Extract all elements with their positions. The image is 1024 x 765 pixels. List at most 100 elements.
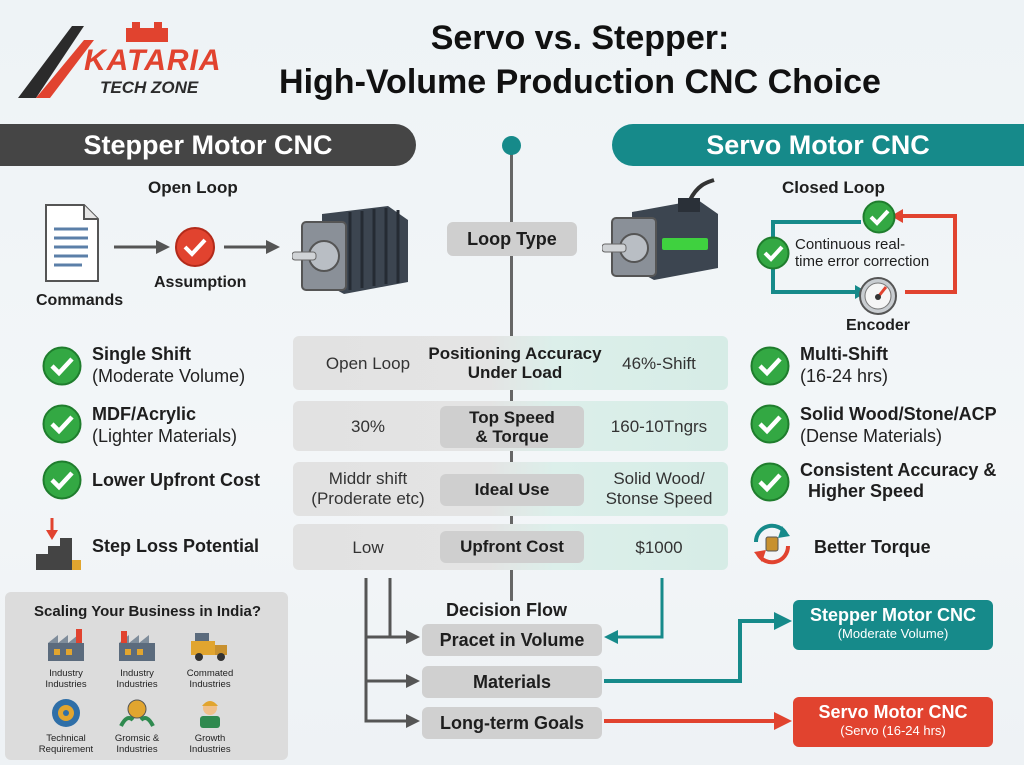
hands-gear-icon (119, 699, 155, 727)
decision-step: Materials (422, 666, 602, 698)
stepper-value-line: Middr shift (328, 469, 408, 488)
scaling-item: Gromsic & Industries (97, 733, 177, 755)
comparison-row (293, 336, 728, 390)
worker-icon (200, 701, 220, 728)
logo-mark-icon (18, 22, 168, 98)
outcome-subtitle: (Servo (16-24 hrs) (840, 723, 946, 738)
commands-label: Commands (36, 292, 124, 309)
scaling-item: Technical Requirement (26, 733, 106, 755)
criteria-label: Upfront Cost (440, 531, 584, 563)
scaling-item-line: Industries (189, 744, 231, 755)
stepper-feature-title: Lower Upfront Cost (92, 470, 260, 490)
stepper-value-line: (Proderate etc) (311, 489, 425, 508)
outcome-stepper: Stepper Motor CNC (Moderate Volume) (793, 600, 993, 650)
document-icon (45, 204, 99, 282)
scaling-item-line: Commated (186, 668, 234, 679)
servo-feature-title: Higher Speed (808, 481, 925, 501)
stepper-feature-title: Single Shift (92, 344, 191, 364)
outcome-title: Servo Motor CNC (818, 702, 968, 722)
encoder-gauge-icon (859, 277, 897, 315)
outcome-servo: Servo Motor CNC (Servo (16-24 hrs) (793, 697, 993, 747)
stepper-header: Stepper Motor CNC (0, 124, 416, 166)
encoder-label: Encoder (846, 317, 911, 334)
decision-step: Long-term Goals (422, 707, 602, 739)
servo-feature-title: Better Torque (814, 537, 931, 557)
torque-cycle-icon (753, 523, 791, 565)
servo-value: 46%-Shift (622, 354, 696, 373)
servo-value: Solid Wood/ Stonse Speed (594, 469, 724, 509)
gear-icon (52, 699, 80, 727)
scaling-item-line: Industry (49, 668, 83, 679)
decision-step: Pracet in Volume (422, 624, 602, 656)
criteria-label-line: Top Speed (469, 408, 555, 427)
step-loss-icon (36, 518, 81, 570)
criteria-label: Top Speed & Torque (440, 406, 584, 448)
scaling-item: Industry Industries (97, 668, 177, 690)
stepper-value: 30% (350, 417, 386, 436)
truck-icon (191, 633, 227, 661)
closed-loop-label: Closed Loop (782, 178, 885, 197)
scaling-item-line: Industry (120, 668, 154, 679)
scaling-item-line: Industries (116, 744, 158, 755)
arrow-right-icon (224, 240, 280, 254)
criteria-label: Positioning Accuracy Under Load (421, 344, 609, 386)
criteria-label-line: & Torque (475, 427, 549, 446)
servo-motor-icon (602, 178, 718, 280)
check-circle-icon (750, 404, 790, 444)
logo-text-primary: KATARIA (84, 44, 222, 77)
scaling-item: Growth Industries (170, 733, 250, 755)
scaling-item-line: Requirement (38, 744, 94, 755)
scaling-item-line: Gromsic & (114, 733, 160, 744)
scaling-title: Scaling Your Business in India? (34, 603, 261, 620)
center-dot (502, 136, 521, 155)
check-circle-icon (42, 346, 82, 386)
criteria-label: Ideal Use (440, 474, 584, 506)
check-circle-icon (862, 200, 896, 234)
stepper-feature-note: (Moderate Volume) (92, 366, 246, 386)
stepper-feature-title: Step Loss Potential (92, 536, 260, 556)
stepper-value: Open Loop (325, 354, 411, 373)
check-circle-icon (750, 462, 790, 502)
assumption-check-icon (175, 227, 215, 267)
check-circle-icon (756, 236, 790, 270)
check-circle-icon (42, 460, 82, 500)
scaling-item-line: Industries (116, 679, 158, 690)
outcome-title: Stepper Motor CNC (810, 605, 976, 625)
servo-feature-title: Solid Wood/Stone/ACP (800, 404, 997, 424)
servo-feature-title: Multi-Shift (800, 344, 888, 364)
loop-type-label: Loop Type (447, 222, 577, 256)
correction-label-1: Continuous real- (795, 236, 906, 253)
stepper-feature-note: (Lighter Materials) (92, 426, 238, 446)
scaling-item-line: Growth (194, 733, 226, 744)
criteria-label-line: Positioning Accuracy (428, 344, 602, 363)
servo-header: Servo Motor CNC (612, 124, 1024, 166)
stepper-value: Middr shift (Proderate etc) (298, 469, 438, 509)
assumption-label: Assumption (154, 274, 247, 291)
criteria-label-line: Under Load (467, 363, 563, 382)
arrow-right-icon (114, 240, 170, 254)
page-title-line-1: Servo vs. Stepper: (430, 19, 730, 57)
stepper-motor-icon (292, 206, 408, 294)
stepper-value: Low (352, 538, 384, 557)
factory-icon (48, 629, 84, 661)
scaling-item: Industry Industries (26, 668, 106, 690)
check-circle-icon (42, 404, 82, 444)
correction-label-2: time error correction (795, 253, 930, 270)
servo-value-line: Stonse Speed (605, 489, 713, 508)
scaling-item-line: Technical (46, 733, 86, 744)
page-title-line-2: High-Volume Production CNC Choice (279, 63, 881, 101)
check-circle-icon (750, 346, 790, 386)
servo-value: $1000 (635, 538, 683, 557)
servo-feature-note: (Dense Materials) (800, 426, 943, 446)
factory-icon (119, 631, 155, 661)
outcome-subtitle: (Moderate Volume) (837, 626, 949, 641)
servo-feature-title: Consistent Accuracy & (800, 460, 997, 480)
scaling-item: Commated Industries (170, 668, 250, 690)
logo: KATARIA TECH ZONE (14, 20, 244, 105)
scaling-panel (5, 592, 288, 760)
scaling-item-line: Industries (189, 679, 231, 690)
scaling-item-line: Industries (45, 679, 87, 690)
servo-value-line: Solid Wood/ (613, 469, 705, 488)
logo-text-secondary: TECH ZONE (100, 78, 199, 97)
servo-feature-note: (16-24 hrs) (800, 366, 889, 386)
